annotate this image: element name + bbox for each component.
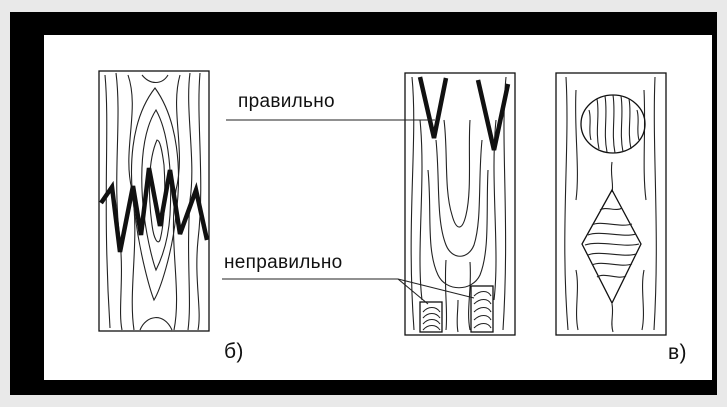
correct-notch-1	[417, 76, 449, 139]
board-middle-outline	[404, 72, 516, 336]
board-v-outline	[555, 72, 667, 336]
figure-label-v: в)	[668, 341, 687, 364]
incorrect-insert-2	[470, 285, 494, 333]
incorrect-insert-1	[419, 301, 443, 333]
leader-lines	[222, 119, 475, 305]
label-correct: правильно	[238, 91, 335, 112]
board-b-outline	[98, 70, 210, 332]
board-middle	[404, 72, 516, 336]
label-incorrect: неправильно	[224, 252, 343, 273]
leader-incorrect-to-insert-2	[397, 278, 475, 299]
round-insert	[580, 94, 646, 154]
board-b-grain	[104, 72, 202, 331]
board-b-sawtooth-cut	[99, 167, 210, 253]
board-b	[98, 70, 210, 332]
leader-incorrect-to-insert-1	[397, 278, 429, 305]
diamond-insert	[581, 188, 642, 305]
board-v-grain	[564, 76, 657, 333]
board-v	[555, 72, 667, 336]
correct-notch-2	[475, 79, 511, 151]
figure-label-b: б)	[224, 340, 244, 363]
